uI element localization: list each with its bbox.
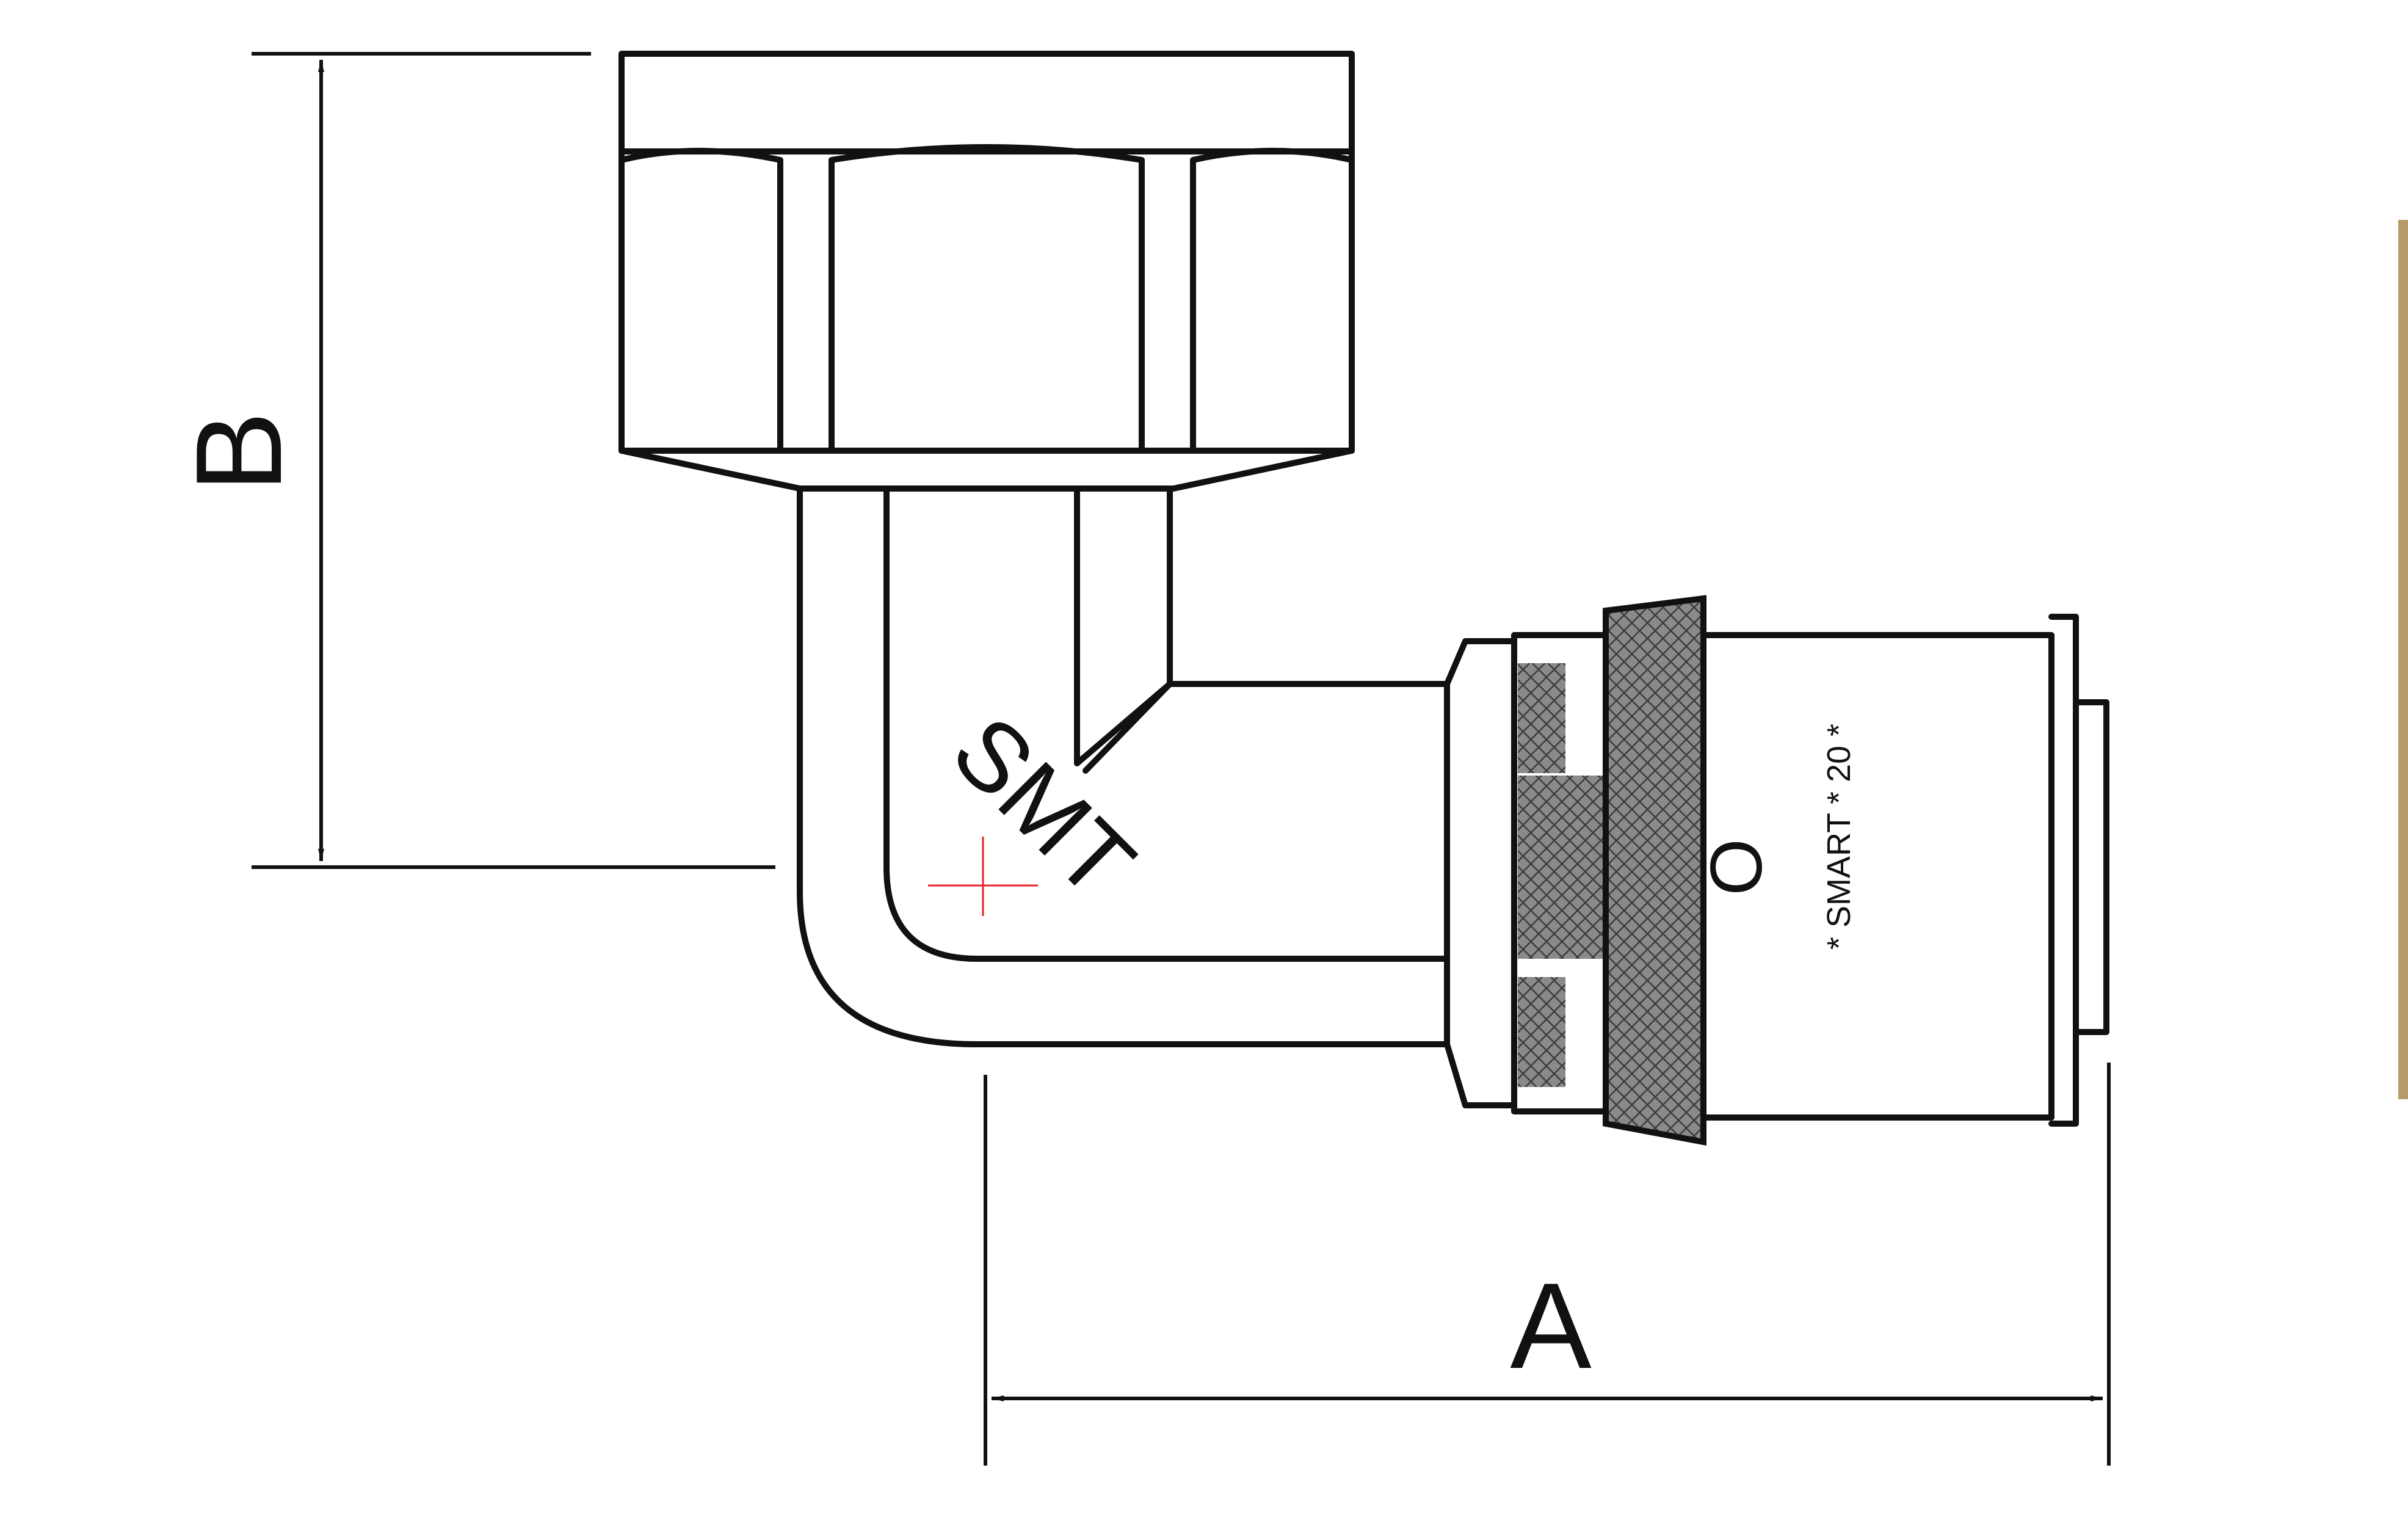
- nut-center-flat: [829, 144, 1145, 454]
- elbow-bore-left: [1074, 485, 1173, 766]
- sleeve-window-top-hatch: [1518, 663, 1565, 773]
- sleeve-window-bottom-hatch: [1518, 977, 1565, 1087]
- elbow-bore-chamfer: [1083, 681, 1173, 774]
- dimension-b-label: B: [171, 411, 307, 492]
- sleeve-end-rim: [2048, 614, 2079, 1127]
- center-crosshair-icon: [928, 837, 1038, 916]
- hex-nut: [618, 51, 1355, 492]
- dimension-b: B: [171, 52, 775, 869]
- press-sleeve: O * SMART * 20 *: [1444, 595, 2109, 1146]
- dimension-a: A: [984, 1063, 2111, 1466]
- sleeve-end-cap: [2073, 699, 2109, 1035]
- elbow-bore-right: [1167, 485, 1450, 687]
- nut-left-flat: [618, 148, 783, 454]
- sleeve-window-middle-hatch: [1518, 776, 1603, 959]
- nut-right-flat: [1190, 148, 1355, 454]
- image-edge-strip: [2398, 220, 2408, 1099]
- elbow-body: [797, 485, 1450, 1047]
- press-ring: [1603, 595, 1706, 1146]
- nut-top-band: [618, 51, 1355, 154]
- elbow-outer-wall: [797, 485, 1450, 1047]
- sleeve-marking-label: * SMART * 20 *: [1821, 724, 1857, 950]
- sleeve-collar: [1444, 638, 1517, 1108]
- elbow-inner-wall: [883, 485, 1450, 962]
- dimension-a-label: A: [1510, 1258, 1592, 1394]
- nut-body-outline: [618, 148, 1355, 492]
- sleeve-cylinder: [1700, 632, 2054, 1121]
- ring-mark-label: O: [1695, 838, 1777, 895]
